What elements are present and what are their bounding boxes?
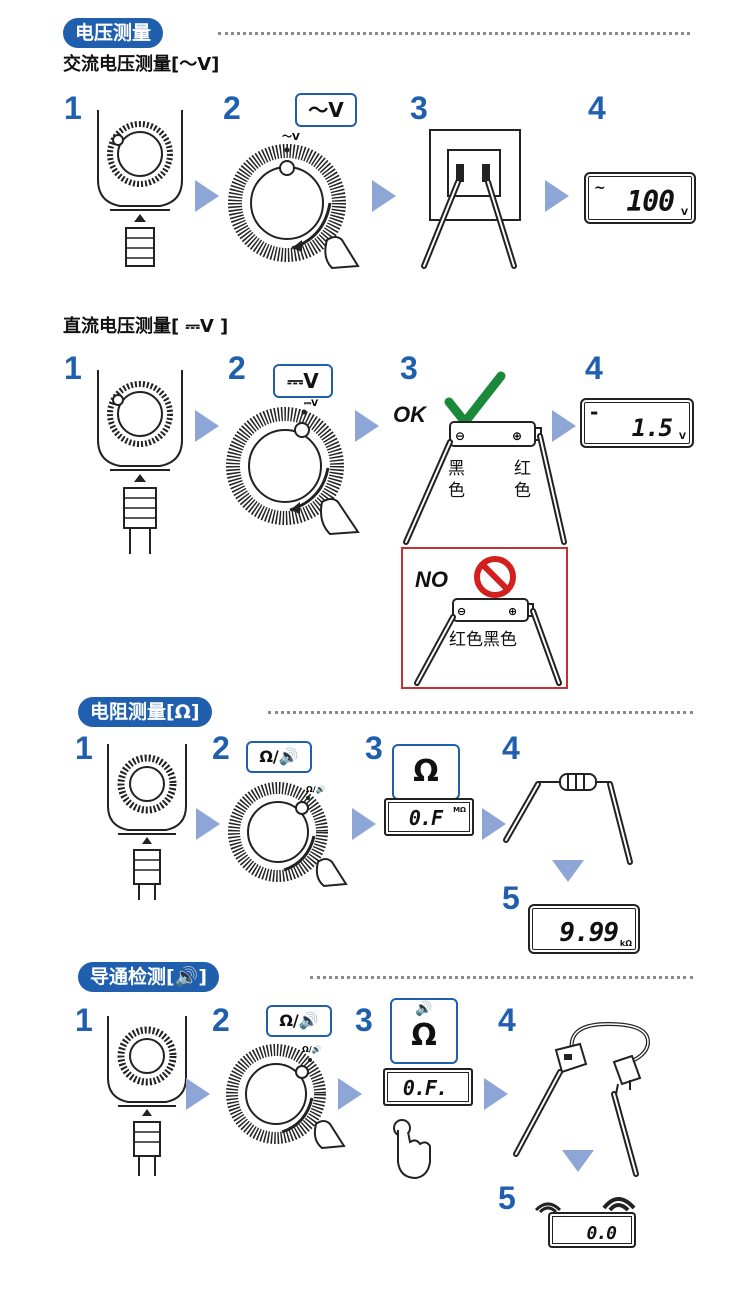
lcd-unit: V — [681, 208, 688, 218]
cable-probes-icon — [513, 1021, 651, 1177]
press-button-hand-icon — [393, 1119, 431, 1180]
step-number: 5 — [502, 880, 520, 916]
lcd-sign: ~ — [594, 180, 606, 196]
ok-label: OK — [393, 402, 426, 427]
step-number: 4 — [498, 1002, 516, 1038]
black-label: 黑色 — [448, 459, 465, 501]
svg-text:⊕: ⊕ — [508, 605, 517, 618]
lcd-display: 0.F MΩ — [384, 798, 474, 836]
lcd-reading: 0.F. — [402, 1076, 448, 1100]
subtitle-dc-voltage: 直流电压测量[ ⎓V ] — [63, 316, 229, 337]
step-number: 3 — [400, 350, 418, 386]
ohm-symbol: Ω — [411, 1018, 437, 1053]
step-number: 1 — [64, 350, 82, 386]
lcd-reading: 9.99 — [559, 918, 619, 948]
section-title-resistance: 电阻测量[Ω] — [78, 697, 212, 727]
step-number: 5 — [498, 1180, 516, 1216]
flow-arrow — [372, 180, 396, 212]
rotary-dial-icon: Ω/🔊 — [226, 1044, 346, 1150]
step-number: 2 — [223, 90, 241, 126]
flow-arrow — [482, 808, 506, 840]
step-number: 1 — [75, 730, 93, 766]
step-number: 4 — [585, 350, 603, 386]
flow-arrow — [552, 410, 576, 442]
flow-arrow — [186, 1078, 210, 1110]
ohm-beep-callout: 🔊 Ω — [390, 998, 458, 1064]
beep-wave-right-icon — [602, 1197, 636, 1212]
section-divider — [268, 711, 693, 714]
battery-probes-icon: ⊖ ⊕ — [403, 421, 567, 545]
outlet-probes-icon — [421, 129, 521, 269]
battery-probes-icon: ⊖ ⊕ — [414, 598, 562, 686]
meter-plug-icon — [107, 1016, 187, 1176]
section-title-continuity: 导通检测[🔊] — [78, 962, 220, 992]
rotary-dial-icon: ～V — [228, 132, 360, 270]
beep-wave-left-icon — [534, 1202, 562, 1214]
flow-arrow — [352, 808, 376, 840]
step-number: 2 — [212, 1002, 230, 1038]
lcd-reading: 0.F — [408, 806, 443, 830]
lcd-display: 9.99 kΩ — [528, 904, 640, 954]
svg-text:⊖: ⊖ — [457, 605, 466, 618]
step-number: 4 — [502, 730, 520, 766]
meter-plug-icon — [107, 744, 187, 900]
lcd-unit: kΩ — [619, 939, 632, 948]
dial-mark-ac: ～V — [282, 132, 300, 143]
dc-mode-callout: ⎓V — [273, 364, 333, 398]
flow-arrow — [355, 410, 379, 442]
step-number: 3 — [365, 730, 383, 766]
lcd-reading: 0.0 — [586, 1223, 616, 1244]
lcd-display: ~ 100 V — [584, 172, 696, 224]
flow-arrow — [484, 1078, 508, 1110]
lcd-unit: V — [679, 432, 686, 442]
lcd-reading: 100 — [626, 185, 675, 218]
section-divider — [218, 32, 690, 35]
flow-arrow — [196, 808, 220, 840]
step-number: 3 — [410, 90, 428, 126]
subtitle-ac-voltage: 交流电压测量[～V] — [63, 54, 220, 75]
lcd-display: 0.F. — [383, 1068, 473, 1106]
wrong-polarity-box: NO ⊖ ⊕ 红色黑色 — [401, 547, 568, 689]
lcd-unit: MΩ — [453, 806, 466, 814]
flow-arrow — [195, 410, 219, 442]
prohibited-icon — [474, 556, 516, 598]
resistor-probes-icon — [503, 773, 633, 865]
lcd-sign: - — [590, 400, 599, 424]
ac-mode-callout: ～V — [295, 93, 357, 127]
wrong-label: 红色黑色 — [449, 630, 517, 650]
step-number: 2 — [228, 350, 246, 386]
flow-arrow — [545, 180, 569, 212]
ohm-callout: Ω — [392, 744, 460, 800]
lcd-display: - 1.5 V — [580, 398, 694, 448]
red-label: 红色 — [514, 459, 531, 501]
lcd-reading: 1.5 — [631, 414, 673, 442]
svg-text:⊕: ⊕ — [512, 429, 522, 443]
section-title-voltage: 电压测量 — [63, 18, 164, 48]
step-number: 2 — [212, 730, 230, 766]
step-number: 1 — [64, 90, 82, 126]
svg-text:Ω/🔊: Ω/🔊 — [302, 1044, 322, 1054]
rotary-dial-icon: ⎓V — [226, 399, 360, 536]
meter-plug-icon — [97, 370, 183, 554]
svg-text:Ω/🔊: Ω/🔊 — [306, 784, 326, 794]
lcd-display: 0.0 — [548, 1212, 636, 1248]
section-divider — [310, 976, 693, 979]
step-number: 1 — [75, 1002, 93, 1038]
flow-arrow — [195, 180, 219, 212]
flow-arrow-down — [562, 1150, 594, 1172]
continuity-mode-callout: Ω/🔊 — [266, 1005, 332, 1037]
flow-arrow-down — [552, 860, 584, 882]
svg-text:⊖: ⊖ — [455, 429, 465, 443]
dial-mark-dc: ⎓V — [304, 399, 318, 409]
rotary-dial-icon: Ω/🔊 — [228, 782, 348, 888]
beep-icon: 🔊 — [415, 1001, 433, 1017]
step-number: 4 — [588, 90, 606, 126]
flow-arrow — [338, 1078, 362, 1110]
no-label: NO — [415, 567, 448, 592]
meter-plug-icon — [97, 110, 183, 267]
step-number: 3 — [355, 1002, 373, 1038]
resistance-mode-callout: Ω/🔊 — [246, 741, 312, 773]
